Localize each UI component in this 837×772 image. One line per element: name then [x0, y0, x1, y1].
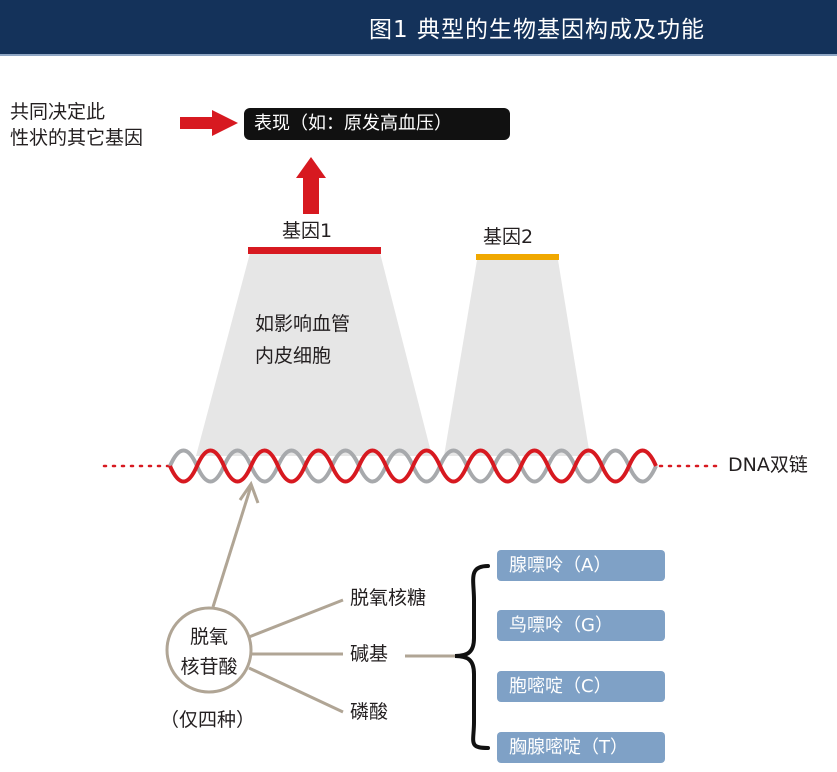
nucleotide-note: （仅四种）: [160, 709, 256, 731]
connector-sugar: [248, 598, 344, 639]
other-genes-label: 共同决定此 性状的其它基因: [10, 101, 144, 149]
connector-phosphate: [248, 666, 344, 714]
nucleotide-name: 脱氧 核苷酸: [180, 626, 238, 678]
phenotype-label: 表现（如：原发高血压）: [244, 108, 510, 140]
component-phosphate: 磷酸: [350, 701, 389, 723]
dna-strand-red: [168, 448, 658, 484]
arrow-right-red: [180, 110, 238, 136]
gene1-cone: [196, 253, 432, 456]
bases-brace: [454, 564, 490, 750]
gene2-label: 基因2: [483, 226, 534, 248]
arrow-up-red: [296, 157, 326, 214]
dna-label: DNA双链: [728, 454, 808, 476]
figure-title: 图1 典型的生物基因构成及功能: [369, 17, 705, 43]
nucleotide-to-dna-arrow: [211, 480, 260, 608]
base-adenine: 腺嘌呤（A）: [497, 550, 665, 581]
component-base: 碱基: [350, 643, 389, 665]
gene2-cone: [444, 260, 590, 456]
base-thymine: 胸腺嘧啶（T）: [497, 732, 665, 763]
gene1-description: 如影响血管 内皮细胞: [255, 313, 351, 367]
base-guanine: 鸟嘌呤（G）: [497, 610, 665, 641]
nucleotide-circle: [165, 606, 253, 694]
gene1-label: 基因1: [282, 220, 333, 242]
gene2-bar: [476, 254, 559, 260]
component-sugar: 脱氧核糖: [350, 587, 427, 609]
base-cytosine: 胞嘧啶（C）: [497, 671, 665, 702]
gene1-bar: [248, 247, 381, 254]
header-bar: 图1 典型的生物基因构成及功能: [0, 0, 837, 56]
